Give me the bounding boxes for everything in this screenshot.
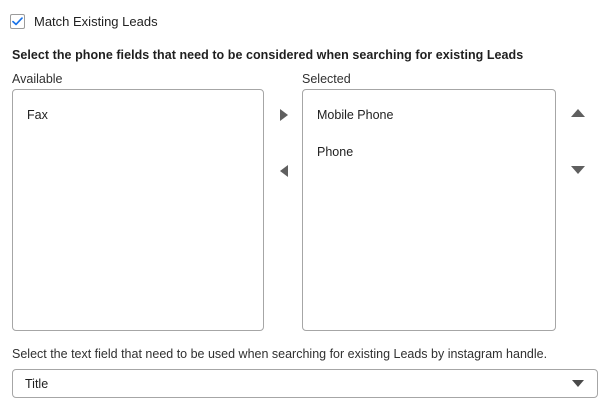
caret-glyph bbox=[572, 380, 584, 387]
selected-listbox[interactable]: Mobile Phone Phone bbox=[302, 89, 556, 331]
transfer-arrow-group bbox=[270, 89, 298, 331]
move-up-button[interactable] bbox=[563, 103, 593, 123]
move-down-button[interactable] bbox=[563, 160, 593, 180]
list-item[interactable]: Phone bbox=[317, 145, 354, 159]
list-item[interactable]: Mobile Phone bbox=[317, 108, 394, 122]
list-item[interactable]: Fax bbox=[27, 108, 48, 122]
text-field-selected-value: Title bbox=[25, 376, 49, 391]
chevron-down-icon[interactable] bbox=[572, 380, 584, 387]
checkmark-icon bbox=[12, 16, 23, 25]
reorder-arrow-group bbox=[563, 89, 593, 331]
triangle-down-icon bbox=[571, 166, 585, 174]
selected-list-label: Selected bbox=[302, 72, 351, 86]
move-right-button[interactable] bbox=[270, 105, 298, 125]
triangle-left-icon bbox=[280, 165, 288, 177]
match-existing-leads-row[interactable]: Match Existing Leads bbox=[10, 12, 158, 30]
match-existing-leads-checkbox[interactable] bbox=[10, 13, 25, 29]
phone-fields-heading: Select the phone fields that need to be … bbox=[12, 48, 524, 62]
move-left-button[interactable] bbox=[270, 161, 298, 181]
triangle-up-icon bbox=[571, 109, 585, 117]
available-listbox[interactable]: Fax bbox=[12, 89, 264, 331]
match-existing-leads-label: Match Existing Leads bbox=[34, 13, 158, 29]
text-field-caption: Select the text field that need to be us… bbox=[12, 347, 548, 361]
text-field-select[interactable]: Title bbox=[12, 369, 598, 398]
triangle-right-icon bbox=[280, 109, 288, 121]
available-list-label: Available bbox=[12, 72, 63, 86]
